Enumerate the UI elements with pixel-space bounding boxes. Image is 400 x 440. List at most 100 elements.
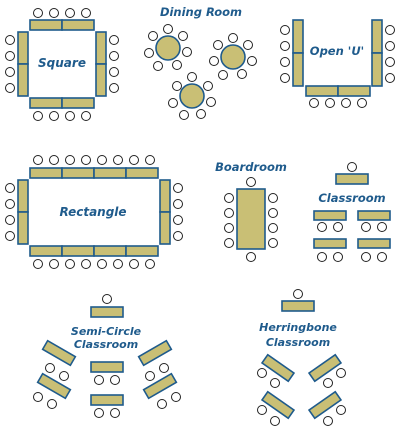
chair xyxy=(203,81,213,91)
chair xyxy=(65,259,75,269)
table xyxy=(90,361,124,373)
chair xyxy=(94,375,104,385)
chair xyxy=(144,48,154,58)
chair xyxy=(206,97,216,107)
boardroom-label: Boardroom xyxy=(215,160,287,174)
chair xyxy=(224,193,234,203)
chair xyxy=(333,252,343,262)
chair xyxy=(268,208,278,218)
chair xyxy=(49,111,59,121)
table xyxy=(260,353,296,383)
chair xyxy=(49,155,59,165)
chair xyxy=(65,155,75,165)
chair xyxy=(159,363,169,373)
layout-dining-room: Dining Room xyxy=(144,5,257,120)
table xyxy=(17,179,29,213)
chair xyxy=(213,40,223,50)
chair xyxy=(153,61,163,71)
chair xyxy=(45,363,55,373)
table xyxy=(17,211,29,245)
table xyxy=(305,85,339,97)
chair xyxy=(173,215,183,225)
chair xyxy=(218,70,228,80)
chair xyxy=(97,259,107,269)
table xyxy=(17,31,29,65)
chair xyxy=(109,83,119,93)
table xyxy=(260,390,296,420)
table xyxy=(307,353,343,383)
table xyxy=(307,390,343,420)
table xyxy=(90,394,124,406)
chair xyxy=(5,51,15,61)
round-table xyxy=(220,44,246,70)
layout-boardroom: Boardroom xyxy=(215,160,287,262)
chair xyxy=(280,25,290,35)
table xyxy=(313,238,347,249)
chair xyxy=(224,238,234,248)
chair xyxy=(59,371,69,381)
chair xyxy=(5,35,15,45)
chair xyxy=(246,177,256,187)
table xyxy=(159,211,171,245)
table xyxy=(137,339,173,367)
table xyxy=(93,245,127,257)
chair xyxy=(323,378,333,388)
chair xyxy=(178,31,188,41)
chair xyxy=(385,41,395,51)
chair xyxy=(5,199,15,209)
boardroom-table xyxy=(236,188,266,250)
chair xyxy=(247,56,257,66)
chair xyxy=(110,408,120,418)
chair xyxy=(377,252,387,262)
table xyxy=(95,63,107,97)
chair xyxy=(163,24,173,34)
chair xyxy=(81,259,91,269)
chair xyxy=(179,110,189,120)
table xyxy=(159,179,171,213)
chair xyxy=(33,392,43,402)
chair xyxy=(33,259,43,269)
table xyxy=(61,97,95,109)
chair xyxy=(145,371,155,381)
table xyxy=(292,52,304,87)
chair xyxy=(280,57,290,67)
chair xyxy=(5,183,15,193)
chair xyxy=(357,98,367,108)
chair xyxy=(145,259,155,269)
table xyxy=(357,210,391,221)
chair xyxy=(65,111,75,121)
chair xyxy=(347,162,357,172)
table xyxy=(142,372,178,400)
chair xyxy=(145,155,155,165)
table xyxy=(95,31,107,65)
chair xyxy=(243,40,253,50)
herringbone-label-line1: Herringbone xyxy=(259,321,337,334)
layout-open-u: Open 'U' xyxy=(280,19,395,108)
classroom-label: Classroom xyxy=(318,191,385,205)
chair xyxy=(323,416,333,426)
chair xyxy=(172,60,182,70)
chair xyxy=(309,98,319,108)
square-chairs xyxy=(5,8,119,121)
chair xyxy=(81,111,91,121)
semi-circle-label-line1: Semi-Circle xyxy=(71,325,142,338)
layout-rectangle: Rectangle xyxy=(5,155,183,269)
chair xyxy=(49,8,59,18)
chair xyxy=(81,8,91,18)
chair xyxy=(341,98,351,108)
chair xyxy=(97,155,107,165)
chair xyxy=(148,31,158,41)
chair xyxy=(385,57,395,67)
chair xyxy=(246,252,256,262)
round-table xyxy=(155,35,181,61)
chair xyxy=(333,222,343,232)
chair xyxy=(268,193,278,203)
table xyxy=(337,85,371,97)
chair xyxy=(268,238,278,248)
chair xyxy=(280,41,290,51)
chair xyxy=(317,252,327,262)
table xyxy=(61,19,95,31)
rectangle-label: Rectangle xyxy=(59,205,126,219)
chair xyxy=(157,399,167,409)
